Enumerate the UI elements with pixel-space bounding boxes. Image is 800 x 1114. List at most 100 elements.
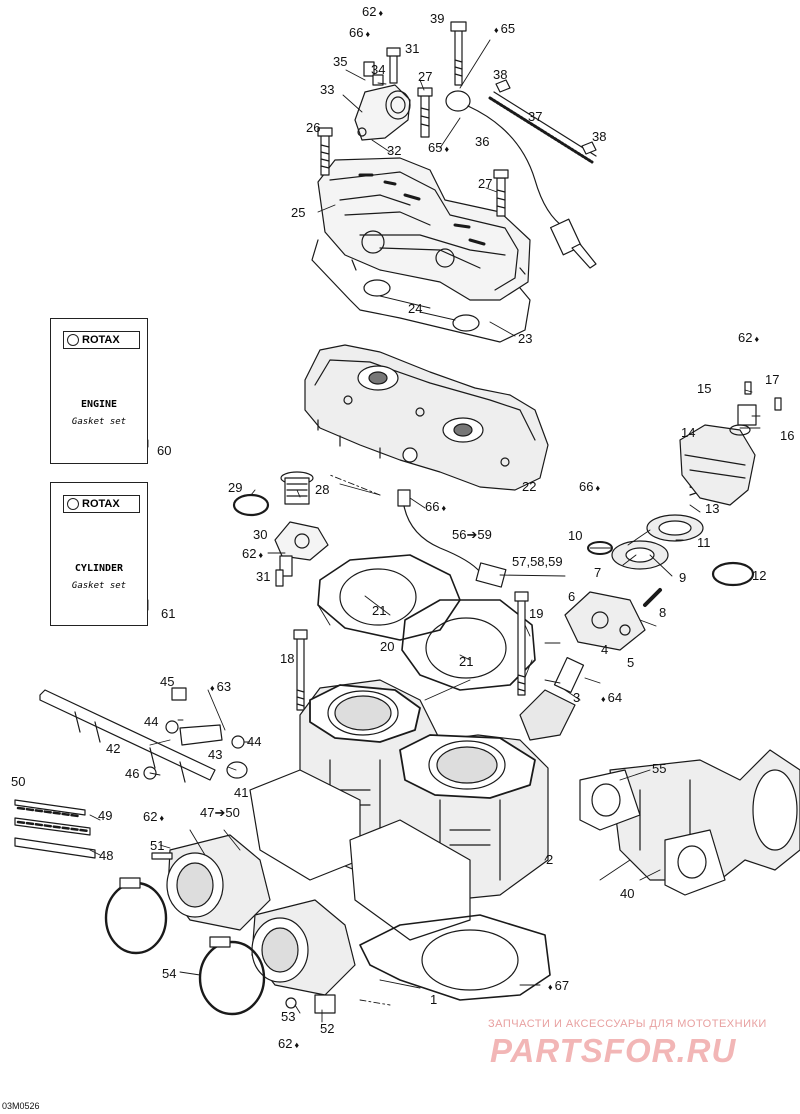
kit-subtitle: Gasket set	[71, 581, 127, 591]
callout-label-22: 22	[522, 480, 536, 493]
callout-number: 5	[627, 655, 635, 670]
callout-label-67: ♦67	[548, 979, 569, 992]
callout-label-62b: 62♦	[738, 331, 759, 344]
callout-label-18: 18	[280, 652, 294, 665]
callout-label-17: 17	[765, 373, 779, 386]
callout-label-2: 2	[546, 853, 553, 866]
base-gasket-1	[359, 914, 551, 1001]
head-gasket-21a	[317, 554, 461, 641]
callout-label-29: 29	[228, 481, 242, 494]
callout-label-27b: 27	[478, 177, 492, 190]
callout-label-9: 9	[679, 571, 686, 584]
callout-number: 14	[681, 425, 696, 440]
screw-53	[285, 997, 297, 1009]
callout-number: 49	[98, 808, 113, 823]
kit-brand-text: ROTAX	[82, 498, 120, 510]
oil-drop-icon: ♦	[754, 334, 760, 344]
screw-31b	[275, 569, 284, 587]
callout-label-5: 5	[627, 656, 634, 669]
callout-number: 4	[601, 642, 609, 657]
callout-number: 2	[546, 852, 554, 867]
callout-number: 27	[418, 69, 433, 84]
callout-label-11: 11	[697, 536, 711, 549]
callout-number: 66	[579, 479, 594, 494]
callout-number: 18	[280, 651, 295, 666]
oil-drop-icon: ♦	[378, 8, 384, 18]
callout-number: 51	[150, 838, 165, 853]
callout-number: 3	[573, 690, 581, 705]
callout-label-62e: 62♦	[278, 1037, 299, 1050]
oil-drop-icon: ♦	[294, 1040, 300, 1050]
callout-label-7: 7	[594, 566, 601, 579]
callout-number: 62	[242, 546, 257, 561]
callout-label-44b: 44	[247, 735, 261, 748]
callout-label-30: 30	[253, 528, 267, 541]
reed-valve-48-50	[14, 799, 96, 859]
rave-valve-3	[519, 657, 585, 741]
callout-label-34: 34	[371, 63, 385, 76]
rotax-brand-label: ROTAX	[63, 331, 140, 349]
callout-label-56: 56➔59	[452, 528, 492, 541]
callout-label-66a: 66♦	[349, 26, 370, 39]
callout-label-66b: 66♦	[425, 500, 446, 513]
callout-label-4750: 47➔50	[200, 806, 240, 819]
callout-number: 57,58,59	[512, 554, 563, 569]
callout-number: 45	[160, 674, 175, 689]
callout-number: 8	[659, 605, 667, 620]
callout-number: 53	[281, 1009, 296, 1024]
callout-number: 10	[568, 528, 583, 543]
bracket-52	[314, 994, 336, 1014]
rotary-valve-plate	[249, 769, 471, 941]
thermostat-cover-30	[274, 521, 329, 577]
oil-drop-icon: ♦	[159, 813, 165, 823]
callout-label-14: 14	[681, 426, 695, 439]
callout-number: 61	[161, 606, 176, 621]
callout-number: 30	[253, 527, 268, 542]
watermark-tagline: ЗАПЧАСТИ И АКСЕССУАРЫ ДЛЯ МОТОТЕХНИКИ	[488, 1018, 767, 1030]
callout-label-35: 35	[333, 55, 347, 68]
thermostat-28	[280, 471, 314, 505]
callout-label-51: 51	[150, 839, 164, 852]
callout-label-21a: 21	[372, 604, 386, 617]
intake-adaptor-left	[166, 834, 271, 931]
callout-number: 25	[291, 205, 306, 220]
watermark-logo: PARTSFOR.RU	[490, 1032, 737, 1069]
callout-number: 22	[522, 479, 537, 494]
oil-drop-icon: ♦	[210, 683, 215, 693]
callout-label-46: 46	[125, 767, 139, 780]
callout-label-37: 37	[528, 110, 542, 123]
callout-label-16: 16	[780, 429, 794, 442]
callout-number: 6	[568, 589, 576, 604]
callout-label-54: 54	[162, 967, 176, 980]
callout-number: 28	[315, 482, 330, 497]
callout-number: 52	[320, 1021, 335, 1036]
callout-number: 66	[349, 25, 364, 40]
callout-number: 62	[143, 809, 158, 824]
valve-housing-6	[564, 591, 646, 651]
callout-number: 20	[380, 639, 395, 654]
callout-number: 40	[620, 886, 635, 901]
callout-number: 9	[679, 570, 687, 585]
callout-number: 26	[306, 120, 321, 135]
clamp-45	[171, 687, 187, 701]
callout-label-19: 19	[529, 607, 543, 620]
callout-label-60: 60	[157, 444, 171, 457]
callout-label-1: 1	[430, 993, 437, 1006]
callout-number: 1	[430, 992, 438, 1007]
callout-label-50: 50	[11, 775, 25, 788]
kit-title: CYLINDER	[74, 563, 124, 574]
intake-adaptor-right	[251, 899, 356, 996]
bolt-39	[450, 21, 467, 86]
o-ring-29	[232, 493, 270, 517]
callout-label-44a: 44	[144, 715, 158, 728]
sensor-wire-56-59	[397, 489, 507, 588]
callout-number: 21	[372, 603, 387, 618]
callout-label-62a: 62♦	[362, 5, 383, 18]
callout-number: 31	[405, 41, 420, 56]
callout-number: 65	[500, 21, 516, 36]
callout-number: 36	[475, 134, 490, 149]
callout-number: 62	[362, 4, 377, 19]
oil-drop-icon: ♦	[601, 694, 606, 704]
callout-number: 67	[554, 978, 570, 993]
